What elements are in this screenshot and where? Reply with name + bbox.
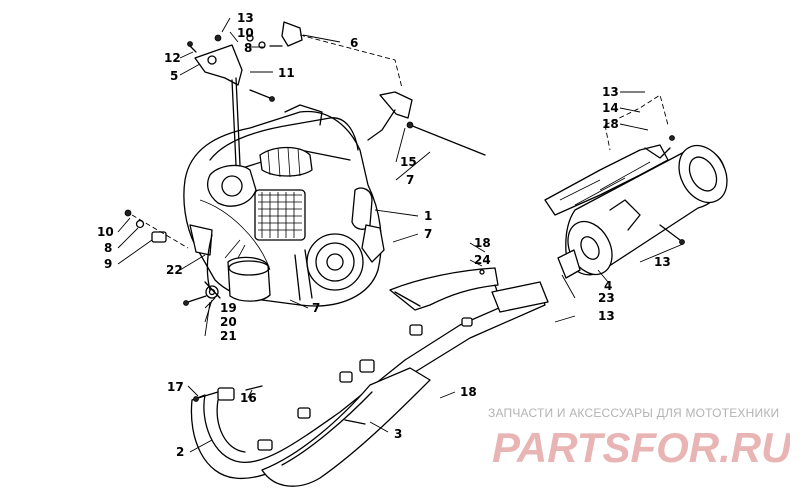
callout-5: 5 bbox=[170, 69, 178, 83]
callout-10-top: 10 bbox=[237, 26, 254, 40]
callout-12: 12 bbox=[164, 51, 181, 65]
callout-labels: 13 10 8 12 5 11 6 15 7 1 7 10 8 9 22 19 … bbox=[97, 11, 671, 459]
callout-1: 1 bbox=[424, 209, 432, 223]
callout-13-mid: 13 bbox=[598, 309, 615, 323]
callout-22: 22 bbox=[166, 263, 183, 277]
callout-13-right: 13 bbox=[654, 255, 671, 269]
muffler bbox=[557, 144, 728, 279]
callout-21: 21 bbox=[220, 329, 237, 343]
callout-7-a: 7 bbox=[406, 173, 414, 187]
callout-19: 19 bbox=[220, 301, 237, 315]
callout-7-b: 7 bbox=[424, 227, 432, 241]
callout-4: 4 bbox=[604, 279, 612, 293]
muffler-heat-shield bbox=[544, 94, 675, 216]
callout-17: 17 bbox=[167, 380, 184, 394]
callout-8-left: 8 bbox=[104, 241, 112, 255]
engine-mount-bracket bbox=[187, 34, 275, 166]
watermark-logo: PARTSFOR.RU bbox=[492, 424, 790, 470]
callout-8-top: 8 bbox=[244, 41, 252, 55]
leader-lines bbox=[117, 17, 684, 453]
callout-24: 24 bbox=[474, 253, 491, 267]
engine-part bbox=[183, 104, 385, 307]
callout-23: 23 bbox=[598, 291, 615, 305]
callout-11: 11 bbox=[278, 66, 295, 80]
callout-7-c: 7 bbox=[312, 301, 320, 315]
callout-14: 14 bbox=[602, 101, 619, 115]
callout-6: 6 bbox=[350, 36, 358, 50]
callout-2: 2 bbox=[176, 445, 184, 459]
lower-heat-shield bbox=[257, 359, 431, 487]
watermark-caption: ЗАПЧАСТИ И АКСЕССУАРЫ ДЛЯ МОТОТЕХНИКИ bbox=[488, 406, 780, 420]
callout-10-left: 10 bbox=[97, 225, 114, 239]
callout-13-muffler: 13 bbox=[602, 85, 619, 99]
callout-16: 16 bbox=[240, 391, 257, 405]
callout-20: 20 bbox=[220, 315, 237, 329]
watermark-logo-text: PARTSFOR.RU bbox=[492, 424, 790, 470]
callout-18-right: 18 bbox=[602, 117, 619, 131]
callout-3: 3 bbox=[394, 427, 402, 441]
callout-18-bottom: 18 bbox=[460, 385, 477, 399]
heat-shield-mid bbox=[389, 267, 501, 311]
left-bolt-stack bbox=[124, 209, 189, 249]
front-exhaust-pipe bbox=[190, 281, 549, 480]
callout-15: 15 bbox=[400, 155, 417, 169]
callout-18-mid: 18 bbox=[474, 236, 491, 250]
flange-clamp-parts bbox=[183, 281, 221, 306]
callout-13-top: 13 bbox=[237, 11, 254, 25]
upper-bracket bbox=[269, 21, 486, 156]
callout-9: 9 bbox=[104, 257, 112, 271]
